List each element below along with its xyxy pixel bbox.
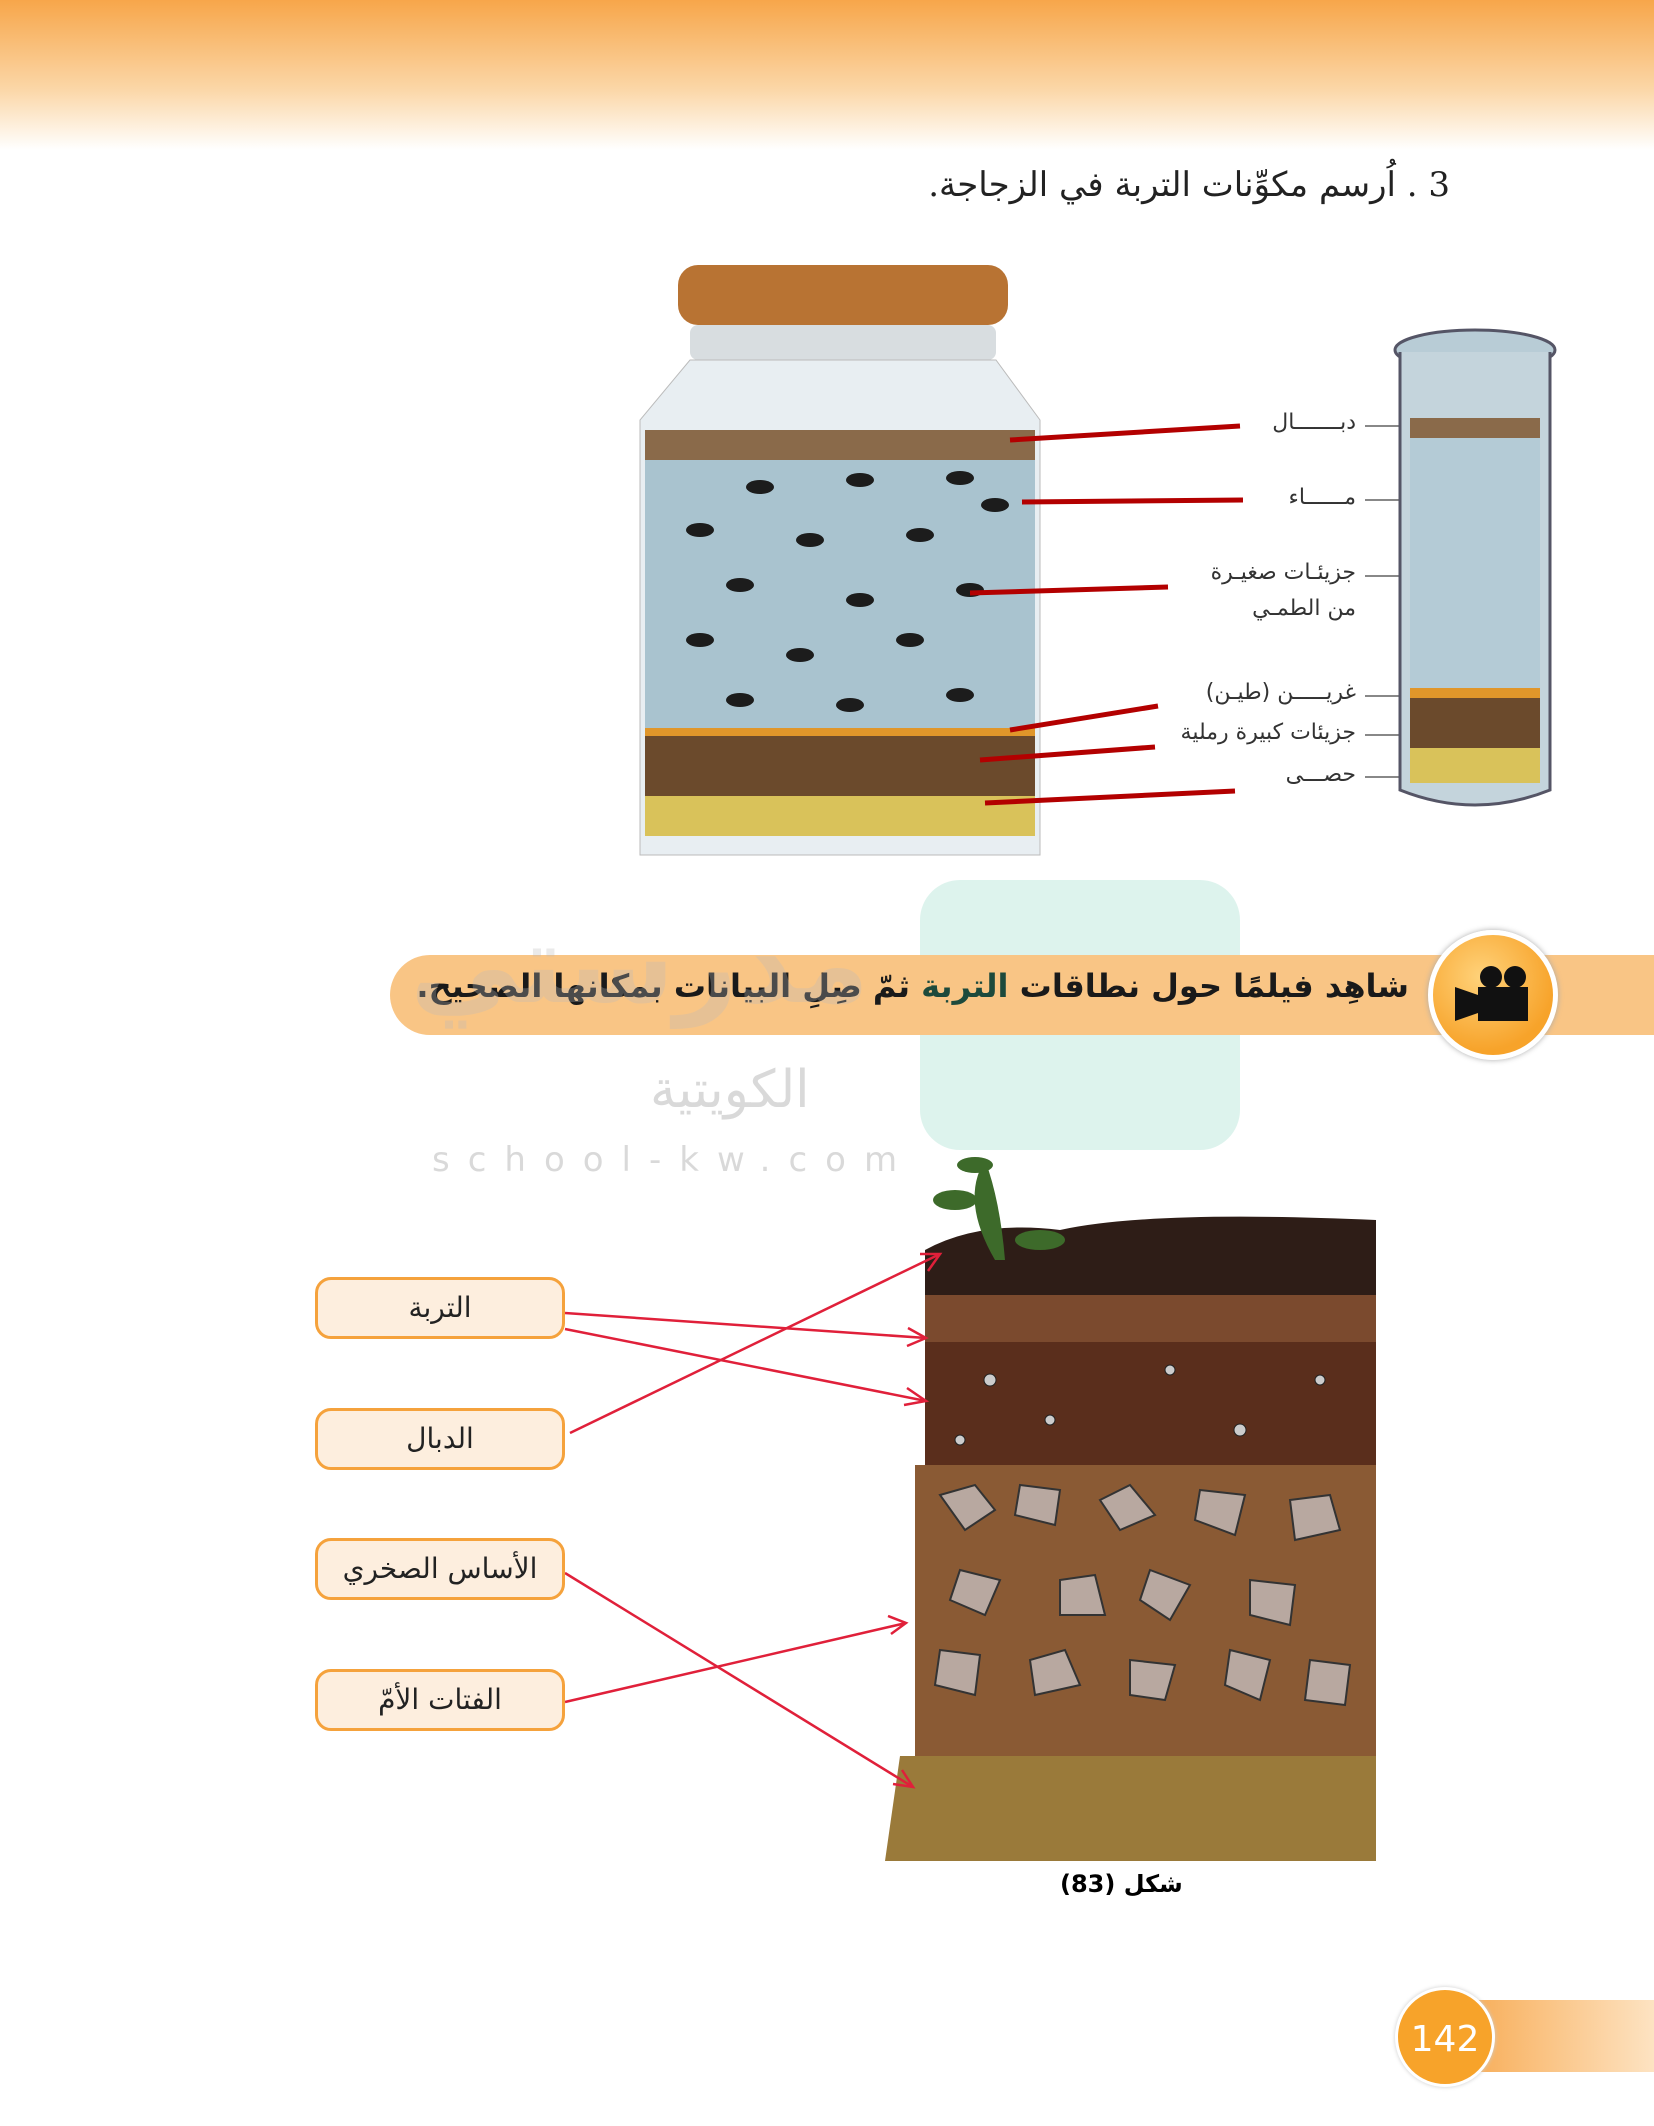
watermark-text: مدرستي xyxy=(410,900,870,1028)
label-clay: غريـــــن (طيـن) xyxy=(1205,680,1356,705)
jar-illustration xyxy=(639,265,1557,856)
watermark-subtitle: الكويتية xyxy=(650,1060,810,1120)
soil-profile-diagram xyxy=(564,1157,1376,1861)
activity-instruction: شاهِد فيلمًا حول نطاقات التربة ثمّ صِلِ … xyxy=(416,967,1409,1005)
label-humus: دبـــــــال xyxy=(1272,410,1356,435)
label-box-soil[interactable]: التربة xyxy=(315,1277,565,1339)
label-gravel: حصـــى xyxy=(1285,762,1356,787)
label-sand: جزيئات كبيرة رملية xyxy=(1180,720,1356,745)
label-water: مــــــاء xyxy=(1288,485,1356,510)
label-box-bedrock[interactable]: الأساس الصخري xyxy=(315,1538,565,1600)
video-camera-icon xyxy=(1455,966,1528,1021)
video-camera-button[interactable] xyxy=(1428,930,1558,1060)
label-box-humus[interactable]: الدبال xyxy=(315,1408,565,1470)
watermark-url: school-kw.com xyxy=(432,1140,916,1180)
page-header-band xyxy=(0,0,1654,150)
label-box-parent-material[interactable]: الفتات الأمّ xyxy=(315,1669,565,1731)
label-silt-particles: جزيئـات صغيـرة xyxy=(1210,560,1356,585)
page-number: 142 xyxy=(1395,1987,1495,2087)
figure-caption: شكل (83) xyxy=(1060,1870,1183,1898)
label-silt-particles-2: من الطمـي xyxy=(1252,596,1356,621)
question-title: 3 . اُرسم مكوِّنات التربة في الزجاجة. xyxy=(928,165,1450,205)
